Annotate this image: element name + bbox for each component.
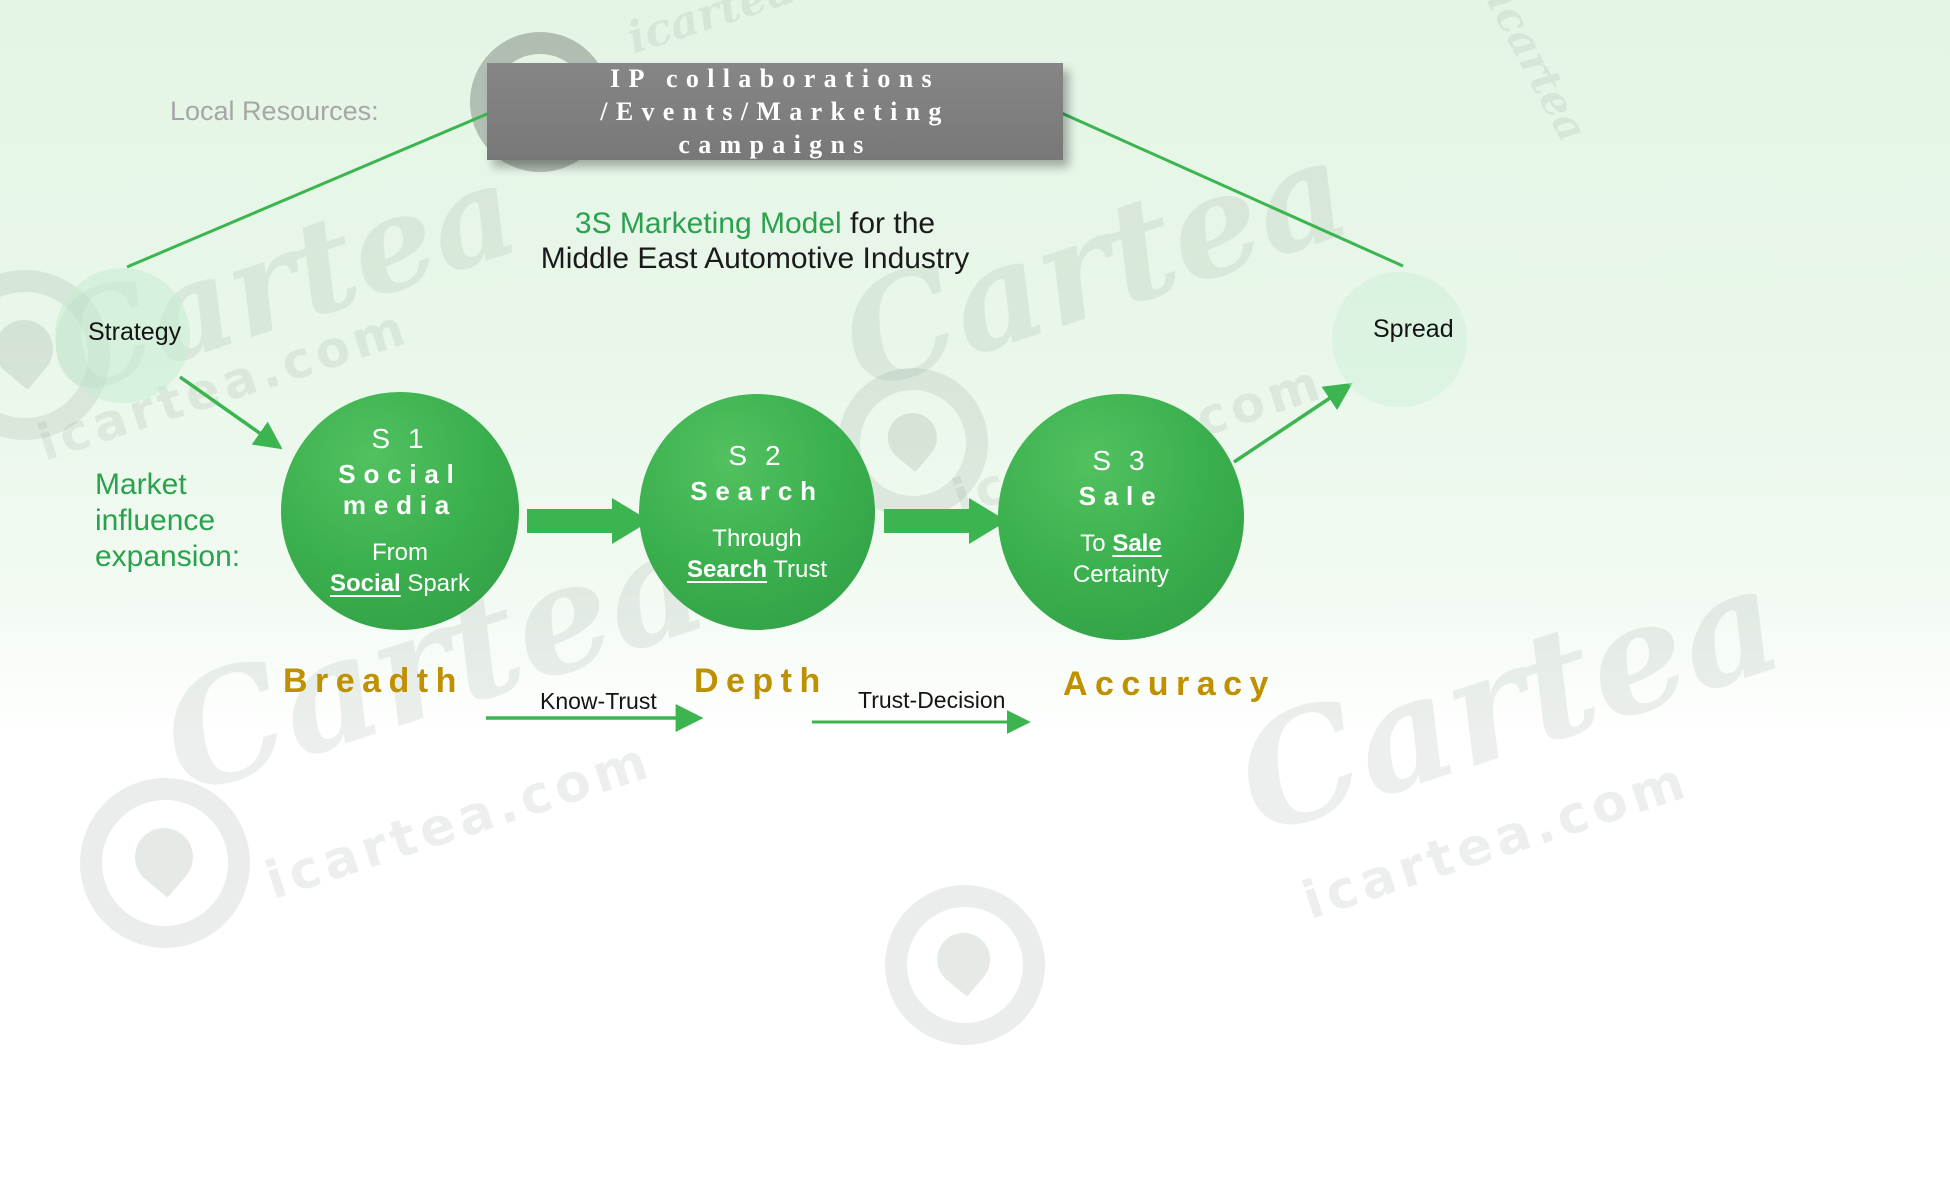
desc-line-2: Social Spark: [329, 570, 471, 597]
top-box-line: /Events/Marketing: [600, 97, 950, 126]
stage-label: S 3: [1092, 444, 1150, 476]
strategy-halo: [55, 268, 190, 403]
circle-s1-social-media: S 1 Social media From Social Spark: [281, 392, 519, 630]
top-box-line: campaigns: [678, 130, 872, 159]
spread-label: Spread: [1373, 315, 1454, 343]
stage-label: S 1: [371, 423, 429, 454]
title-line-2: Middle East Automotive Industry: [540, 242, 970, 275]
desc-line-1: To Sale: [1080, 529, 1162, 557]
top-box-line: IP collaborations: [610, 64, 940, 93]
circle-desc: To Sale Certainty: [1073, 528, 1169, 590]
strategy-label: Strategy: [88, 318, 182, 346]
title-line-1: 3S Marketing Model for the: [460, 206, 1050, 241]
stage-label: S 2: [728, 439, 786, 471]
desc-line-1: Through: [712, 524, 802, 552]
accuracy-label: Accuracy: [1063, 665, 1276, 703]
depth-label: Depth: [694, 662, 828, 700]
circle-desc: From Social Spark: [330, 537, 470, 599]
circle-title: Sale: [1078, 480, 1164, 511]
local-resources-label: Local Resources:: [170, 96, 379, 126]
circle-title: Search: [690, 475, 824, 506]
circle-desc: Through Search Trust: [687, 523, 827, 585]
circle-title: Social media: [338, 459, 462, 520]
know-trust-label: Know-Trust: [540, 688, 657, 714]
desc-line-2: Search Trust: [686, 555, 828, 583]
circle-s3-sale: S 3 Sale To Sale Certainty: [998, 394, 1244, 640]
title-highlight: 3S Marketing Model: [574, 207, 842, 240]
spread-halo: [1332, 272, 1467, 407]
ip-collaborations-box: IP collaborations /Events/Marketing camp…: [487, 63, 1063, 160]
desc-line-2: Certainty: [1072, 560, 1170, 588]
desc-line-1: From: [371, 539, 428, 566]
title-rest: for the: [841, 207, 936, 240]
breadth-label: Breadth: [283, 662, 464, 700]
circle-s2-search: S 2 Search Through Search Trust: [639, 394, 875, 630]
market-influence-label: Market influence expansion:: [95, 468, 241, 573]
diagram-title: 3S Marketing Model for the Middle East A…: [460, 206, 1050, 276]
trust-decision-label: Trust-Decision: [858, 687, 1006, 713]
